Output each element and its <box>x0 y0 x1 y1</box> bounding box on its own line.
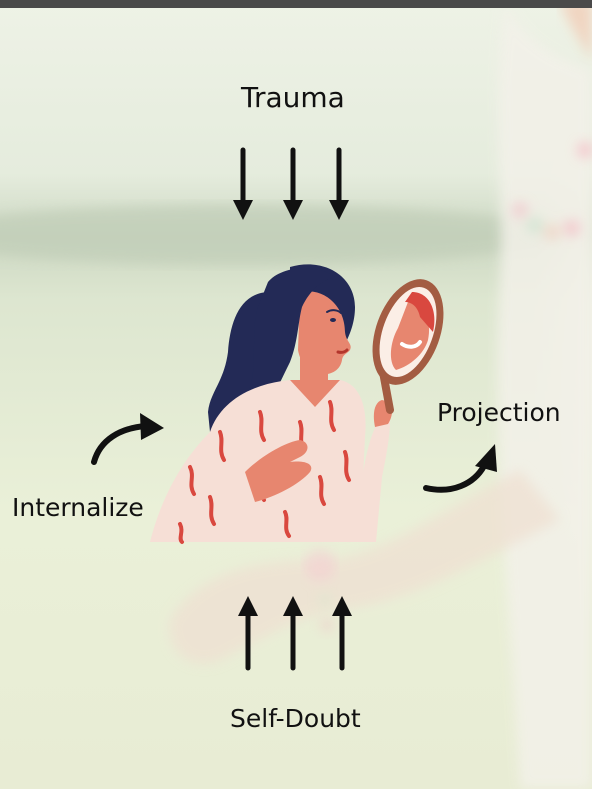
down-arrow-icon <box>283 150 303 220</box>
up-arrow-icon <box>238 596 258 668</box>
up-arrows-group <box>238 596 352 668</box>
label-trauma: Trauma <box>241 84 345 112</box>
woman-with-mirror-illustration <box>150 262 450 547</box>
label-self-doubt: Self-Doubt <box>230 706 361 731</box>
label-internalize: Internalize <box>12 495 144 520</box>
label-projection: Projection <box>437 400 561 425</box>
down-arrows-group <box>233 150 349 220</box>
up-arrow-icon <box>332 596 352 668</box>
down-arrow-icon <box>329 150 349 220</box>
down-arrow-icon <box>233 150 253 220</box>
up-arrow-icon <box>283 596 303 668</box>
